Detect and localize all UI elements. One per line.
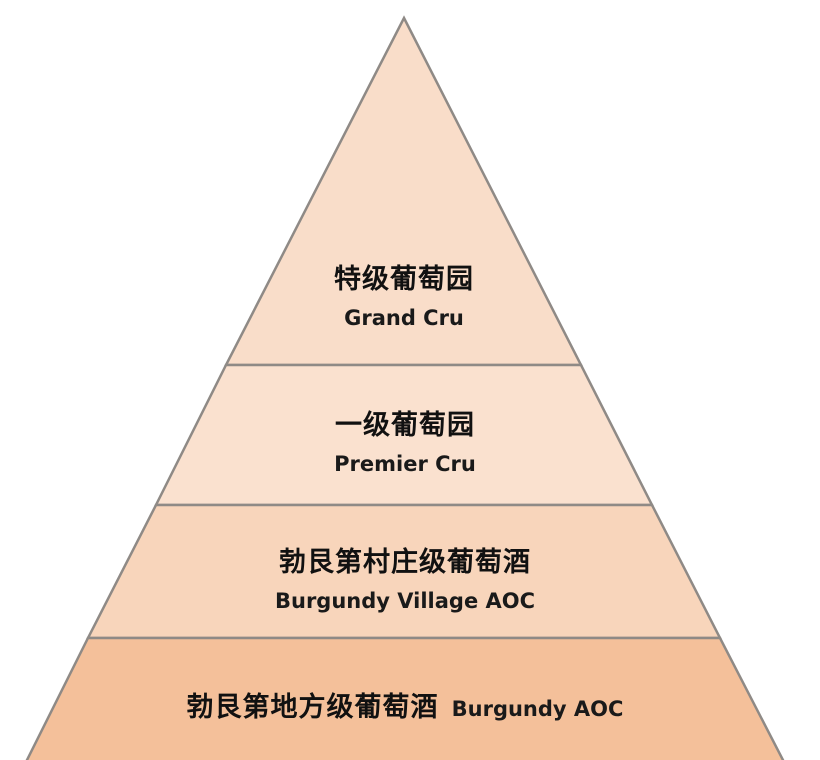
tier-premier-cru-zh: 一级葡萄园 [335, 410, 475, 441]
tier-premier-cru: 一级葡萄园 Premier Cru [250, 403, 560, 476]
tier-regional-en: Burgundy AOC [451, 697, 624, 721]
tier-grand-cru-en: Grand Cru [344, 306, 464, 330]
tier-village: 勃艮第村庄级葡萄酒 Burgundy Village AOC [200, 540, 610, 613]
tier-premier-cru-en: Premier Cru [334, 452, 476, 476]
tier-regional: 勃艮第地方级葡萄酒 Burgundy AOC [100, 685, 710, 724]
tier-grand-cru-zh: 特级葡萄园 [334, 264, 474, 295]
tier-village-en: Burgundy Village AOC [274, 589, 536, 613]
tier-regional-shape [25, 636, 785, 760]
tier-village-zh: 勃艮第村庄级葡萄酒 [279, 547, 531, 578]
tier-grand-cru: 特级葡萄园 Grand Cru [254, 257, 554, 330]
tier-regional-zh: 勃艮第地方级葡萄酒 [186, 692, 439, 723]
